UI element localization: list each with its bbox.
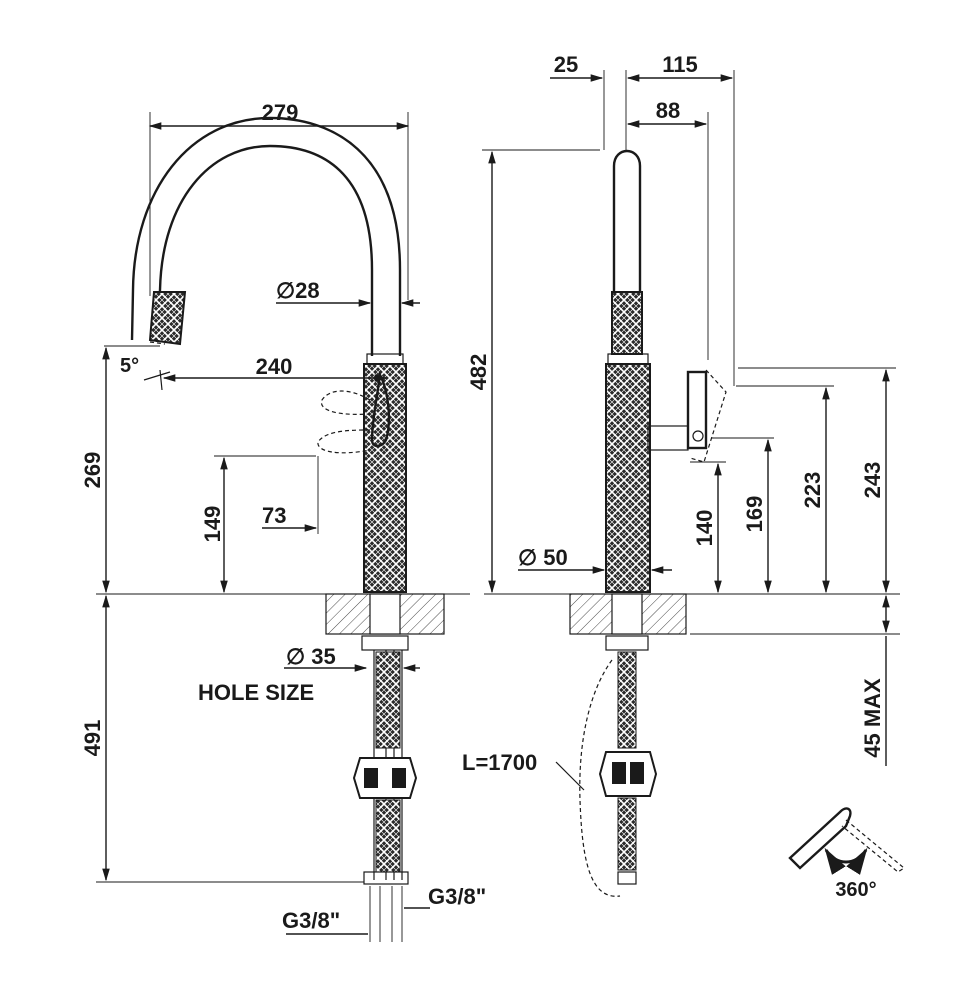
hose-fittings [363,871,409,885]
hose-length-label: L=1700 [462,750,537,775]
hose-weight [352,757,418,799]
mount-nut [361,635,409,651]
dim-223: 223 [800,472,825,509]
thread-right: G3/8" [428,884,486,909]
spray-head [148,291,187,346]
rotation-diagram: 360° [788,807,906,901]
dim-73: 73 [262,503,286,528]
hose-side-upper [617,651,637,749]
handle-stem [647,425,689,451]
hose-weight-side [598,751,658,797]
dim-140: 140 [692,510,717,547]
dim-243: 243 [860,462,885,499]
dim-25: 25 [554,52,578,77]
weight-clamp-right [392,768,406,788]
thread-left: G3/8" [282,908,340,933]
pullout-hose-path [579,659,621,897]
rotate-arrow-icon [824,847,868,875]
dim-269: 269 [80,452,105,489]
faucet-body-side [605,363,651,593]
angle-5: 5° [120,355,139,377]
mount-nut-side [605,635,649,651]
handle-pivot [692,430,704,442]
spout-inner [130,116,402,356]
dim-dia-50: ∅ 50 [518,545,568,570]
dim-482: 482 [466,354,491,391]
dim-dia-28: ∅28 [276,278,320,303]
dim-149: 149 [200,506,225,543]
hose-side-lower [617,797,637,871]
collar-side [607,353,649,365]
faucet-body [363,363,407,593]
dim-169: 169 [742,496,767,533]
rotation-360: 360° [835,879,876,901]
dim-491: 491 [80,720,105,757]
lever-ghost-2 [317,429,371,454]
spray-head-side [611,291,643,355]
dim-240: 240 [256,354,293,379]
hose-braid-upper [375,651,401,749]
left-view: 279 ∅28 240 5° 269 149 73 491 ∅ 35 H [80,100,486,942]
dim-115: 115 [662,52,698,77]
spout-outer [155,144,374,356]
spout-side [612,149,642,292]
spray-angle-mark [149,341,166,345]
hole-size-label: HOLE SIZE [198,680,314,705]
hose-braid-lower [375,799,401,873]
dim-88: 88 [656,98,680,123]
right-view: 25 115 88 482 ∅ 50 140 169 223 243 [462,52,900,897]
dim-45-max: 45 MAX [860,678,885,758]
lever-ghost-side [689,369,727,463]
lever-handle [370,371,391,448]
lever-ghost-1 [320,390,371,415]
spout-rotation-ghost [841,819,906,873]
dim-dia-35: ∅ 35 [286,644,336,669]
spout-rotation-solid [788,807,852,870]
dim-279: 279 [262,100,299,125]
weight-clamp-left [364,768,378,788]
mount-shank [369,593,401,635]
handle-lever-side [686,370,708,450]
